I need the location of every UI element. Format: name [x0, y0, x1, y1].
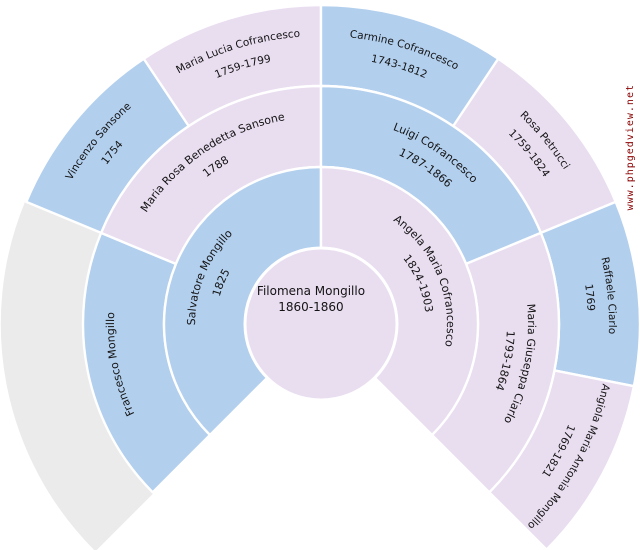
center-person-name: Filomena Mongillo — [257, 284, 365, 298]
center-person-sector[interactable] — [243, 246, 399, 402]
watermark-text: www.phpgedview.net — [625, 84, 636, 211]
center-person-dates: 1860-1860 — [278, 300, 343, 314]
